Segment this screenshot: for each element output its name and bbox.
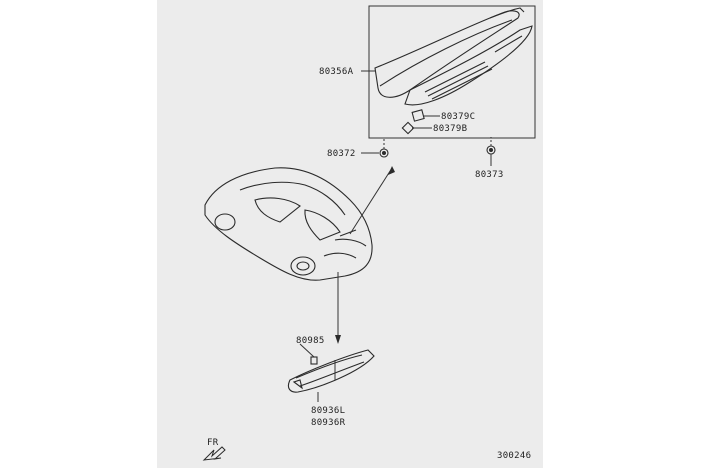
grommet-right-part bbox=[486, 137, 496, 166]
car-outline bbox=[204, 167, 373, 281]
clip-c-part bbox=[411, 109, 425, 122]
label-lamp-left: 80936L bbox=[311, 406, 345, 416]
label-front-direction: FR bbox=[207, 438, 219, 448]
label-clip-c: 80379C bbox=[441, 112, 475, 122]
spoiler-part bbox=[374, 7, 533, 106]
label-clip-b: 80379B bbox=[433, 124, 467, 134]
label-grommet-left: 80372 bbox=[327, 149, 356, 159]
grommet-left-part bbox=[361, 137, 389, 158]
label-spoiler: 80356A bbox=[319, 67, 354, 77]
label-lamp-right: 80936R bbox=[311, 418, 346, 428]
spoiler-detail-box bbox=[368, 5, 536, 139]
lamp-bulb-part bbox=[299, 343, 318, 365]
label-lamp-bulb: 80985 bbox=[296, 336, 325, 346]
front-direction-arrow-icon bbox=[202, 446, 226, 461]
lamp-part bbox=[287, 349, 375, 393]
clip-b-part bbox=[401, 121, 415, 135]
label-grommet-right: 80373 bbox=[475, 170, 504, 180]
figure-code: 300246 bbox=[497, 451, 531, 461]
